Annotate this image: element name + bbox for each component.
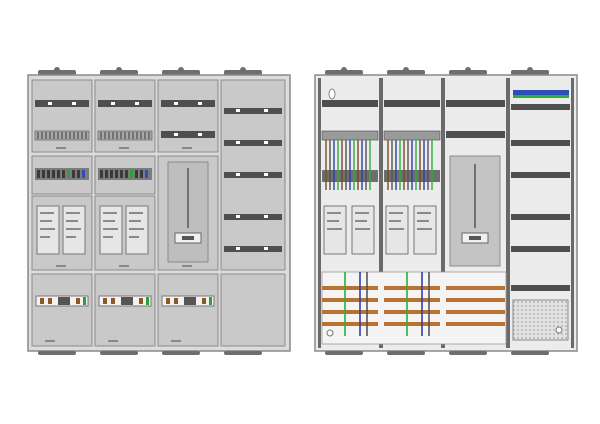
bottom-cable-entries — [38, 351, 262, 355]
bottom-cable-entries-right — [325, 351, 549, 355]
busbar-section — [321, 271, 507, 345]
din-rail-covers — [35, 100, 282, 252]
lock-cylinder — [555, 326, 563, 334]
breaker-row-wired — [321, 130, 441, 182]
meter-board — [167, 161, 209, 263]
open-distribution-panel — [314, 67, 578, 355]
label-cards-right — [323, 205, 437, 255]
meter-board-right — [449, 155, 501, 267]
breaker-wires — [325, 140, 433, 190]
perforated-plate — [512, 299, 569, 341]
breaker-rows — [34, 130, 215, 141]
bottom-terminal-blocks — [35, 295, 215, 307]
cover-handles — [45, 147, 192, 342]
din-rails — [322, 100, 570, 291]
top-cable-entries — [38, 67, 262, 75]
label-cards — [36, 205, 149, 255]
closed-distribution-panel — [27, 67, 291, 355]
terminal-rows — [35, 168, 152, 180]
top-cable-entries-right — [325, 67, 549, 75]
top-indicator — [328, 88, 336, 100]
fuse-strip — [513, 90, 569, 98]
mounting-rails — [318, 78, 574, 348]
